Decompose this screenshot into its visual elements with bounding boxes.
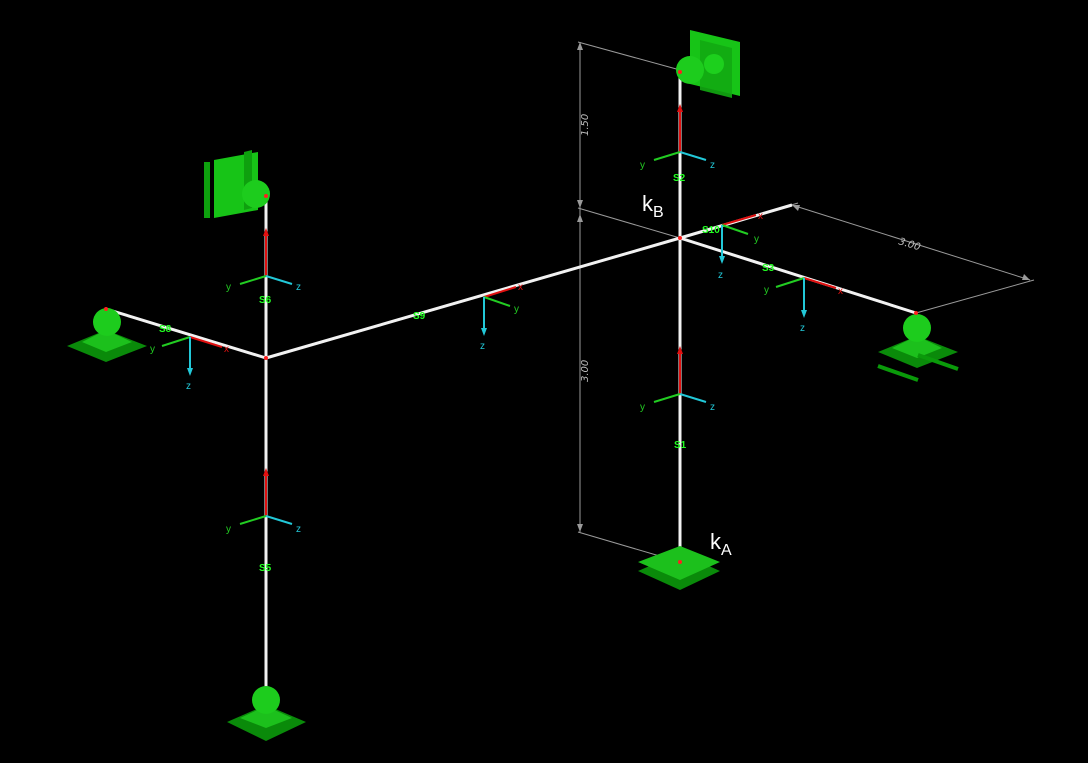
svg-text:z: z: [296, 524, 301, 535]
support-top-right-panel[interactable]: [676, 30, 740, 98]
dimension-lines: [577, 41, 1035, 563]
svg-text:y: y: [764, 285, 769, 296]
svg-text:z: z: [718, 270, 723, 281]
svg-text:y: y: [754, 234, 759, 245]
svg-text:x: x: [758, 211, 763, 222]
svg-text:y: y: [226, 524, 231, 535]
member-S8[interactable]: [105, 307, 267, 360]
local-axes-S9: x y z: [480, 282, 523, 352]
svg-text:y: y: [514, 304, 519, 315]
support-right[interactable]: [877, 314, 959, 382]
svg-text:x: x: [838, 286, 843, 297]
local-axes-S10: x y z: [718, 211, 763, 281]
local-axes-S3: x y z: [764, 277, 843, 334]
local-axes-S1: y z: [640, 346, 715, 413]
svg-text:y: y: [640, 160, 645, 171]
node-markers: [104, 70, 918, 564]
member-label-S8: S8: [159, 324, 172, 335]
svg-text:z: z: [710, 402, 715, 413]
member-label-S6: S6: [259, 295, 272, 306]
support-kA-spring[interactable]: [638, 546, 720, 590]
support-bottom-left[interactable]: [227, 686, 306, 741]
member-label-S3: S3: [762, 263, 775, 274]
svg-text:z: z: [296, 282, 301, 293]
support-left[interactable]: [67, 308, 147, 362]
member-S3[interactable]: [679, 236, 917, 315]
local-axes-S6: y z: [226, 228, 301, 293]
spring-label-kA: kA: [710, 529, 732, 559]
svg-text:z: z: [480, 341, 485, 352]
member-label-S1: S1: [674, 440, 687, 451]
spring-label-kB: kB: [642, 191, 664, 221]
member-label-S5: S5: [259, 563, 272, 574]
member-label-S10: S10: [702, 225, 720, 236]
local-axes-S8: x y z: [150, 336, 229, 392]
dimension-label-horizontal: 3.00: [897, 236, 922, 253]
local-axes-S5: y z: [226, 468, 301, 535]
svg-text:z: z: [710, 160, 715, 171]
svg-text:x: x: [518, 282, 523, 293]
local-axes-S2: y z: [640, 104, 715, 171]
member-S9[interactable]: [265, 236, 681, 360]
svg-text:x: x: [224, 344, 229, 355]
svg-text:y: y: [226, 282, 231, 293]
support-top-left-panel[interactable]: [204, 150, 270, 218]
dimension-label-lower: 3.00: [580, 360, 591, 382]
svg-text:y: y: [640, 402, 645, 413]
svg-text:z: z: [186, 381, 191, 392]
svg-text:z: z: [800, 323, 805, 334]
svg-text:y: y: [150, 344, 155, 355]
dimension-label-upper: 1.50: [580, 114, 591, 136]
member-label-S2: S2: [673, 173, 686, 184]
member-label-S9: S9: [413, 311, 426, 322]
